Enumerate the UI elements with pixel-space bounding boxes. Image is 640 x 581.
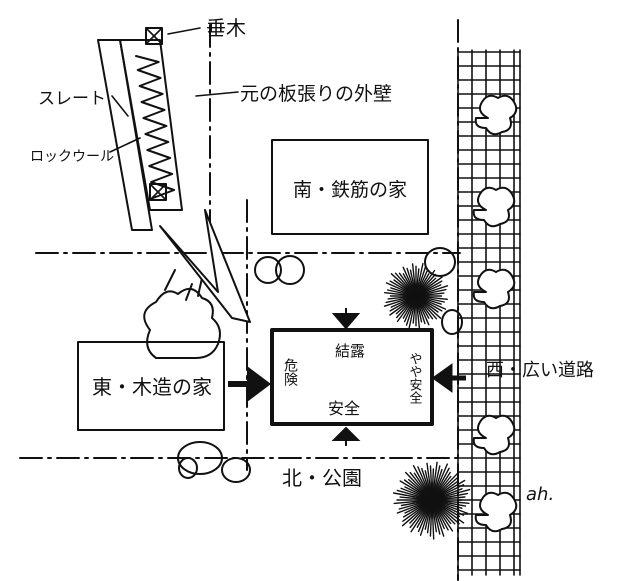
south-house-label: 南・鉄筋の家 — [293, 179, 407, 201]
east-house-label: 東・木造の家 — [92, 375, 212, 399]
center-house-center-label: 安全 — [328, 399, 360, 418]
old-wall-label: 元の板張りの外壁 — [240, 83, 392, 105]
shrub-starburst-bottom — [392, 461, 471, 540]
leader-lines — [109, 27, 239, 153]
arrow-from-west — [431, 363, 466, 393]
center-house-top-label: 結露 — [335, 342, 365, 360]
south-house: 南・鉄筋の家 — [271, 139, 429, 235]
wind-arrows — [228, 308, 466, 446]
center-house: 結露 安全 危険 やや安全 — [270, 328, 434, 426]
slate-label: スレート — [38, 89, 106, 109]
detail-callout-arrow — [159, 209, 251, 323]
north-park-label: 北・公園 — [282, 466, 362, 490]
round-bushes — [177, 247, 463, 483]
west-road-label: 西・広い道路 — [486, 360, 594, 381]
arrow-from-east — [228, 366, 271, 402]
arrow-from-south — [331, 308, 361, 330]
wall-section-detail — [97, 27, 183, 231]
furring-label: 垂木 — [206, 16, 246, 40]
rockwool-label: ロックウール — [30, 149, 114, 165]
center-house-right-label: やや安全 — [407, 352, 423, 404]
arrow-from-north — [331, 426, 361, 446]
shrub-starburst-top — [383, 262, 449, 330]
roadside-trees — [472, 94, 518, 533]
signature: ah. — [526, 484, 554, 505]
east-house: 東・木造の家 — [77, 269, 225, 431]
center-house-left-label: 危険 — [282, 358, 298, 386]
